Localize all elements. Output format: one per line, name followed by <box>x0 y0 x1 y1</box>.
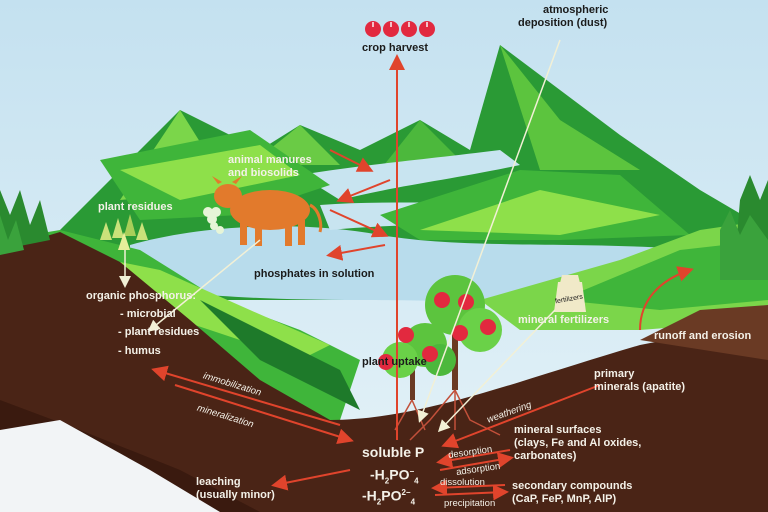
arrow-precipitation <box>434 484 509 501</box>
organic-phosphorus-label: organic phosphorus: <box>86 290 196 302</box>
forest-left <box>0 190 50 255</box>
apple-icon <box>365 21 435 37</box>
arrow-adsorption <box>439 452 514 471</box>
arrow-river-2 <box>336 179 391 203</box>
soluble-p-label: soluble P <box>362 444 425 460</box>
arrow-river-4 <box>326 244 386 261</box>
arrow-river-3 <box>329 209 389 238</box>
secondary-compounds-label: secondary compounds (CaP, FeP, MnP, AlP) <box>512 480 633 505</box>
apple-tree-icon <box>378 275 502 400</box>
fertilizer-bag-icon <box>554 275 586 312</box>
organic-microbial-label: - microbial <box>120 308 176 320</box>
arrow-desorption <box>436 449 511 468</box>
plant-uptake-label: plant uptake <box>362 356 427 368</box>
arrow-runoff <box>639 266 694 331</box>
phosphates-in-solution-label: phosphates in solution <box>254 268 375 280</box>
arrow-atmospheric-deposition <box>417 39 561 423</box>
clover-icon <box>203 207 224 234</box>
snow-wedge <box>0 420 220 512</box>
arrow-weathering <box>441 384 601 449</box>
primary-minerals-label: primary minerals (apatite) <box>594 368 686 393</box>
mineral-surfaces-label: mineral surfaces (clays, Fe and Al oxide… <box>514 424 642 462</box>
precipitation-label: precipitation <box>444 498 496 509</box>
crop-harvest-label: crop harvest <box>362 42 429 54</box>
animal-manures-label: animal manures and biosolids <box>228 154 312 179</box>
forest-right <box>720 175 768 280</box>
cow-icon <box>212 176 323 246</box>
arrow-leaching <box>271 469 351 491</box>
hpo4-label: -H2PO2−4 <box>362 487 416 507</box>
slope-mid-right-light <box>420 190 660 235</box>
hill-right-dark <box>560 240 768 310</box>
small-trees-icon <box>100 214 148 250</box>
arrow-immobilization <box>151 365 341 426</box>
soil-right-upper <box>640 305 768 360</box>
arrow-river-1 <box>329 149 374 172</box>
arrow-manure-to-organic <box>147 239 261 332</box>
h2po4-label: -H2PO−4 <box>370 466 419 486</box>
mountain-right-highlight <box>500 45 640 170</box>
arrow-fertilizer-to-soil <box>437 309 556 433</box>
mineral-fertilizers-label: mineral fertilizers <box>518 314 610 326</box>
plant-residues-top-label: plant residues <box>98 201 173 213</box>
organic-humus-label: - humus <box>118 345 161 357</box>
hill-left-dark <box>200 300 360 410</box>
organic-plant-residues-label: - plant residues <box>118 326 200 338</box>
dissolution-label: dissolution <box>440 477 485 488</box>
arrow-mineralization <box>174 384 354 445</box>
slope-mid-left-light <box>120 145 300 200</box>
atmospheric-deposition-label: atmospheric deposition (dust) <box>518 4 609 29</box>
river-upper <box>300 150 520 200</box>
runoff-erosion-label: runoff and erosion <box>654 330 752 342</box>
leaching-label: leaching (usually minor) <box>196 476 275 501</box>
